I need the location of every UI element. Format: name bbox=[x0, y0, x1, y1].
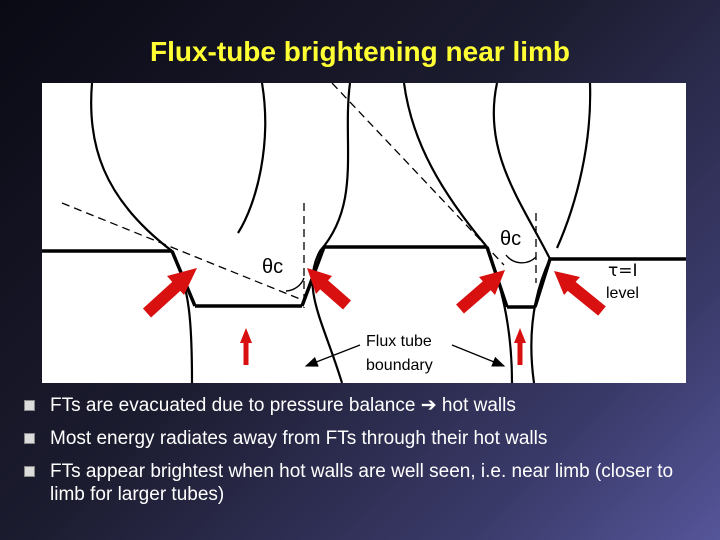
slide-title: Flux-tube brightening near limb bbox=[150, 36, 570, 67]
red-arrow-4 bbox=[554, 271, 606, 316]
flux-tube-boundaries bbox=[90, 83, 592, 383]
bullet-list: FTs are evacuated due to pressure balanc… bbox=[22, 394, 712, 516]
red-arrow-3 bbox=[456, 270, 505, 314]
bullet-2-text: Most energy radiates away from FTs throu… bbox=[50, 428, 548, 449]
red-arrow-1 bbox=[142, 268, 197, 318]
right-arrow-icon: ➔ bbox=[420, 394, 437, 416]
sightline-left bbox=[61, 202, 301, 300]
bullet-1-text-after: hot walls bbox=[436, 395, 516, 416]
bullet-item-1: FTs are evacuated due to pressure balanc… bbox=[22, 394, 712, 417]
flux-tube-label-line2: boundary bbox=[366, 357, 433, 374]
theta-label-right: θc bbox=[500, 228, 521, 250]
square-bullet-icon bbox=[24, 400, 35, 411]
flux-tube-label-line1: Flux tube bbox=[366, 333, 432, 350]
bullet-item-2: Most energy radiates away from FTs throu… bbox=[22, 427, 712, 450]
level-label: level bbox=[606, 285, 639, 302]
bullet-1-text-before: FTs are evacuated due to pressure balanc… bbox=[50, 395, 421, 416]
boundary-pointer-right bbox=[451, 344, 506, 367]
red-arrow-2 bbox=[307, 268, 351, 310]
boundary-pointer-left bbox=[304, 344, 361, 367]
radiation-arrows bbox=[142, 268, 606, 365]
square-bullet-icon bbox=[24, 433, 35, 444]
square-bullet-icon bbox=[24, 466, 35, 477]
theta-label-left: θc bbox=[262, 256, 283, 278]
theta-arc-right bbox=[505, 254, 537, 264]
flux-tube-diagram: θc θc τ=I level Flux tube boundary bbox=[42, 83, 686, 383]
tau-label: τ=I bbox=[608, 261, 638, 281]
theta-arc-left bbox=[285, 277, 305, 292]
bullet-item-3: FTs appear brightest when hot walls are … bbox=[22, 460, 712, 506]
red-arrow-up-left bbox=[240, 328, 252, 365]
red-arrow-up-right bbox=[514, 328, 526, 365]
sightline-right bbox=[331, 83, 505, 266]
bullet-3-text: FTs appear brightest when hot walls are … bbox=[50, 461, 674, 505]
